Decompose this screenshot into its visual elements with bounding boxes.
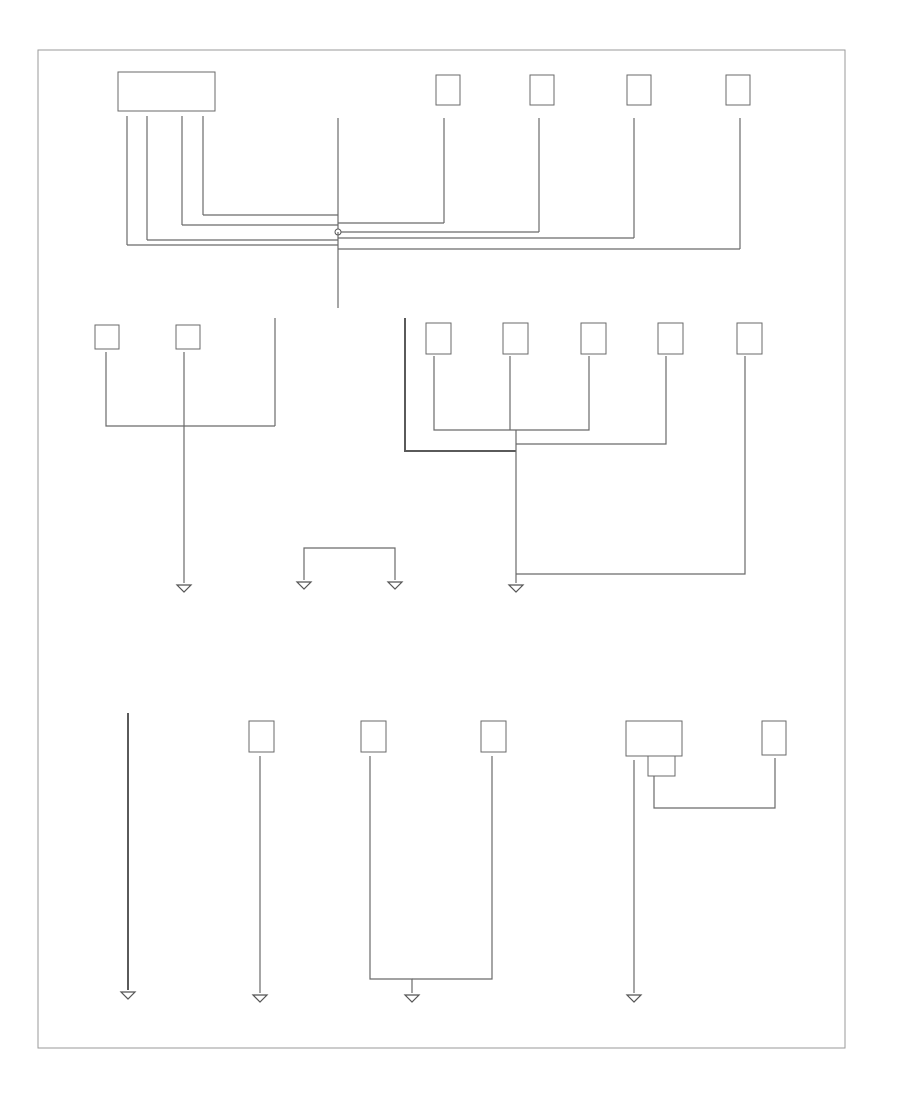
wire-right-main-1: [404, 318, 516, 452]
component-3: [626, 74, 652, 106]
ground-bottom-3: [625, 994, 643, 1003]
top-left-connector: [117, 71, 216, 112]
component-1: [435, 74, 461, 106]
component-16: [647, 755, 676, 777]
component-9: [580, 322, 607, 355]
wire-right-main-5: [516, 356, 667, 445]
ground-center-2: [386, 581, 404, 590]
component-12: [248, 720, 275, 753]
wire-bottom-5: [653, 758, 776, 809]
ground-bottom-2: [403, 994, 421, 1003]
component-15: [625, 720, 683, 757]
component-14: [480, 720, 507, 753]
wire-center-ground-pair: [303, 547, 396, 580]
ground-bottom-left: [119, 991, 137, 1000]
ground-center-1: [295, 581, 313, 590]
wire-left-loop-1: [105, 352, 275, 427]
component-10: [657, 322, 684, 355]
component-11: [736, 322, 763, 355]
ground-right-1: [507, 584, 525, 593]
wire-bottom-2: [369, 756, 413, 993]
ground-left-1: [175, 584, 193, 593]
component-8: [502, 322, 529, 355]
diagram-frame: [37, 49, 846, 1049]
wire-right-main-6: [516, 356, 746, 575]
component-17: [761, 720, 787, 756]
component-2: [529, 74, 555, 106]
component-13: [360, 720, 387, 753]
component-4: [725, 74, 751, 106]
wire-right-main-4: [516, 356, 590, 431]
component-5: [94, 324, 120, 350]
ground-bottom-1: [251, 994, 269, 1003]
component-7: [425, 322, 452, 355]
wire-bottom-3: [412, 756, 493, 980]
component-6: [175, 324, 201, 350]
wire-right-main-2: [433, 356, 516, 431]
